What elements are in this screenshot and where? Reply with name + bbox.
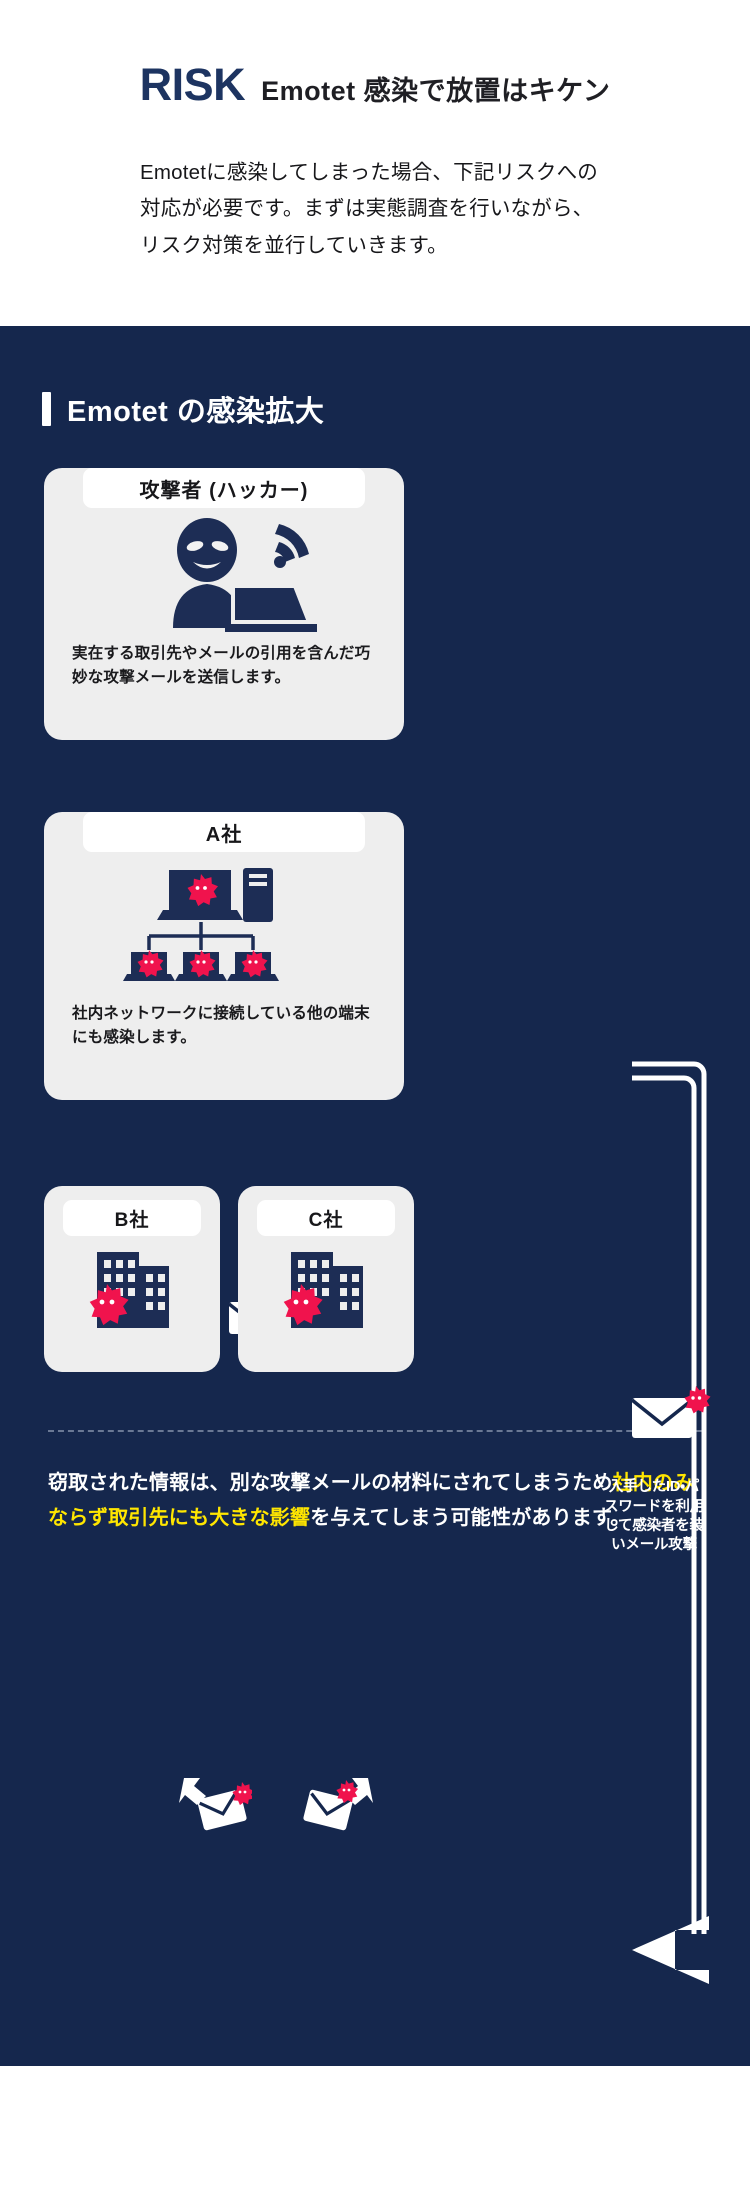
page-title: Emotet 感染で放置はキケン [261, 76, 611, 106]
hacker-laptop-icon [44, 514, 404, 636]
company-b-card: B社 [44, 1186, 220, 1373]
section-title: Emotet の感染拡大 [67, 396, 325, 429]
company-c-label: C社 [257, 1200, 395, 1237]
attacker-card-label: 攻撃者 (ハッカー) [83, 468, 365, 509]
conclusion-highlight2: 取引先にも大きな影響 [108, 1506, 311, 1529]
infected-building-icon [238, 1236, 414, 1348]
companies-bc-row: B社 [44, 1186, 720, 1373]
spread-mail-left [178, 1774, 252, 1836]
company-b-label: B社 [63, 1200, 201, 1237]
infected-building-icon [44, 1236, 220, 1348]
attacker-card: 攻撃者 (ハッカー) [44, 468, 404, 741]
conclusion-part1: 窃取された情報は、別な攻撃メールの材料にされてしまうため [48, 1472, 613, 1495]
infected-network-icon [44, 860, 404, 998]
loop-arrow [628, 1054, 722, 1994]
mail-virus-arrow-icon [179, 1778, 252, 1831]
dashed-divider [48, 1430, 702, 1433]
accent-bar [42, 392, 51, 427]
risk-word: RISK [139, 59, 246, 110]
conclusion-text: 窃取された情報は、別な攻撃メールの材料にされてしまうため社内のみならず取引先にも… [48, 1466, 704, 1535]
conclusion-part3: を与えてしまう可能性があります。 [310, 1506, 631, 1529]
loop-flow-label: 入手したID・パスワードを利用して感染者を装いメール攻撃 [603, 1479, 705, 1553]
company-a-label: A社 [83, 812, 365, 853]
section-heading: Emotet の感染拡大 [42, 388, 720, 430]
header: RISK Emotet 感染で放置はキケン Emotetに感染してしまった場合、… [0, 0, 750, 264]
conclusion-highlight1: 社内のみならず [48, 1472, 694, 1529]
loop-mail-icon [628, 1384, 712, 1444]
company-a-description: 社内ネットワークに接続している他の端末にも感染します。 [72, 1005, 370, 1046]
spread-mail-right [300, 1774, 374, 1836]
intro-paragraph: Emotetに感染してしまった場合、下記リスクへの対応が必要です。まずは実態調査… [140, 161, 599, 257]
title-row: RISK Emotet 感染で放置はキケン [0, 62, 750, 107]
attacker-card-description: 実在する取引先やメールの引用を含んだ巧妙な攻撃メールを送信します。 [72, 645, 371, 686]
mail-virus-arrow-icon [303, 1778, 373, 1831]
diagram-section: Emotet の感染拡大 攻撃者 (ハッカー) [0, 326, 750, 2067]
company-a-card: A社 [44, 812, 404, 1101]
company-c-card: C社 [238, 1186, 414, 1373]
